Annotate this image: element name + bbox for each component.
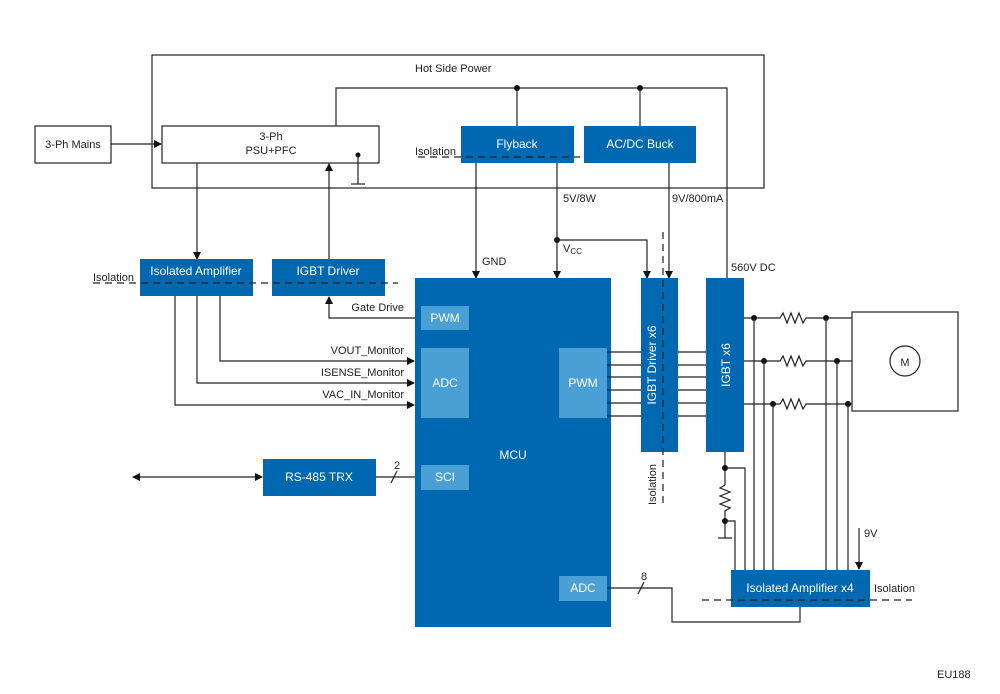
- hot-side-power-frame: [151, 54, 765, 189]
- isolated-amplifier-block: Isolated Amplifier: [140, 259, 253, 296]
- gnd-label: GND: [482, 256, 507, 268]
- gate-drive-label: Gate Drive: [351, 302, 404, 314]
- motor-block: M: [851, 311, 959, 412]
- igbt-driver-block: IGBT Driver: [272, 259, 385, 296]
- mcu-pwm-right: [559, 348, 607, 418]
- motor-label: M: [900, 357, 909, 369]
- v9-800-label: 9V/800mA: [672, 193, 724, 205]
- mcu-adc-bottom-label: ADC: [570, 581, 596, 595]
- isense-monitor-label: ISENSE_Monitor: [321, 367, 404, 379]
- mcu-adc-bottom: [559, 576, 607, 601]
- isolation-label-mid: Isolation: [93, 272, 134, 284]
- v5-label: 5V/8W: [563, 193, 597, 205]
- mcu-sci-label: SCI: [435, 470, 455, 484]
- vac-in-monitor-wire: [174, 296, 415, 409]
- iso-amp-x4-label: Isolated Amplifier x4: [746, 581, 854, 595]
- isolation-label-bottom: Isolation: [874, 583, 915, 595]
- isolation-label-top: Isolation: [415, 146, 456, 158]
- vac-in-monitor-label: VAC_IN_Monitor: [322, 389, 404, 401]
- igbt-x6-block: IGBT x6: [706, 278, 744, 452]
- vcc-to-igbt-driver: [557, 239, 651, 279]
- igbt-x6-label: IGBT x6: [719, 343, 733, 387]
- flyback-label: Flyback: [496, 137, 538, 151]
- sci-bus-width: 2: [394, 460, 400, 472]
- mcu-adc-left-label: ADC: [432, 376, 458, 390]
- igbt-driver-label: IGBT Driver: [296, 264, 359, 278]
- supply-9v-label: 9V: [864, 528, 878, 540]
- iso-amp-x4-block: Isolated Amplifier x4: [731, 570, 870, 607]
- adc-bus-wire: [607, 587, 801, 623]
- mains-block: 3-Ph Mains: [34, 125, 112, 164]
- psu-label-line2: PSU+PFC: [245, 145, 296, 157]
- psu-pfc-block: 3-Ph PSU+PFC: [161, 125, 380, 164]
- adc-bus-width: 8: [641, 571, 647, 583]
- igbt-driver-x6-label: IGBT Driver x6: [645, 325, 659, 404]
- isolated-amplifier-label: Isolated Amplifier: [150, 264, 241, 278]
- mains-label: 3-Ph Mains: [45, 139, 101, 151]
- vout-monitor-wire: [219, 296, 415, 365]
- mcu-adc-left: [421, 348, 469, 418]
- mcu-pwm-left-label: PWM: [430, 311, 459, 325]
- mcu-pwm-right-label: PWM: [568, 376, 597, 390]
- rs485-trx-block: RS-485 TRX: [263, 459, 376, 496]
- bus-slash: [390, 470, 398, 484]
- dc-bus-rail: [335, 87, 728, 278]
- psu-label-line1: 3-Ph: [259, 131, 282, 143]
- mcu-label: MCU: [499, 448, 526, 462]
- pwm-bus-lines: [607, 351, 706, 417]
- isolation-label-vertical: Isolation: [647, 464, 659, 505]
- phase-outputs: [744, 311, 852, 570]
- hot-side-power-title: Hot Side Power: [415, 63, 492, 75]
- vcc-label: VCC: [563, 243, 582, 256]
- acdc-buck-block: AC/DC Buck: [584, 126, 696, 163]
- igbt-driver-x6-block: IGBT Driver x6: [641, 278, 678, 452]
- mcu-pwm-left: [421, 306, 469, 330]
- bus-slash: [637, 581, 645, 595]
- mcu-sci: [421, 465, 469, 490]
- dc-shunt: [718, 452, 746, 570]
- v560-label: 560V DC: [731, 262, 776, 274]
- acdc-buck-label: AC/DC Buck: [606, 137, 674, 151]
- mcu-block: MCU PWM ADC PWM SCI ADC: [415, 278, 611, 627]
- gate-drive-wire: [325, 296, 415, 319]
- vout-monitor-label: VOUT_Monitor: [331, 345, 405, 357]
- rs485-label: RS-485 TRX: [285, 470, 353, 484]
- isense-monitor-wire: [196, 296, 415, 387]
- figure-id: EU188: [937, 669, 971, 681]
